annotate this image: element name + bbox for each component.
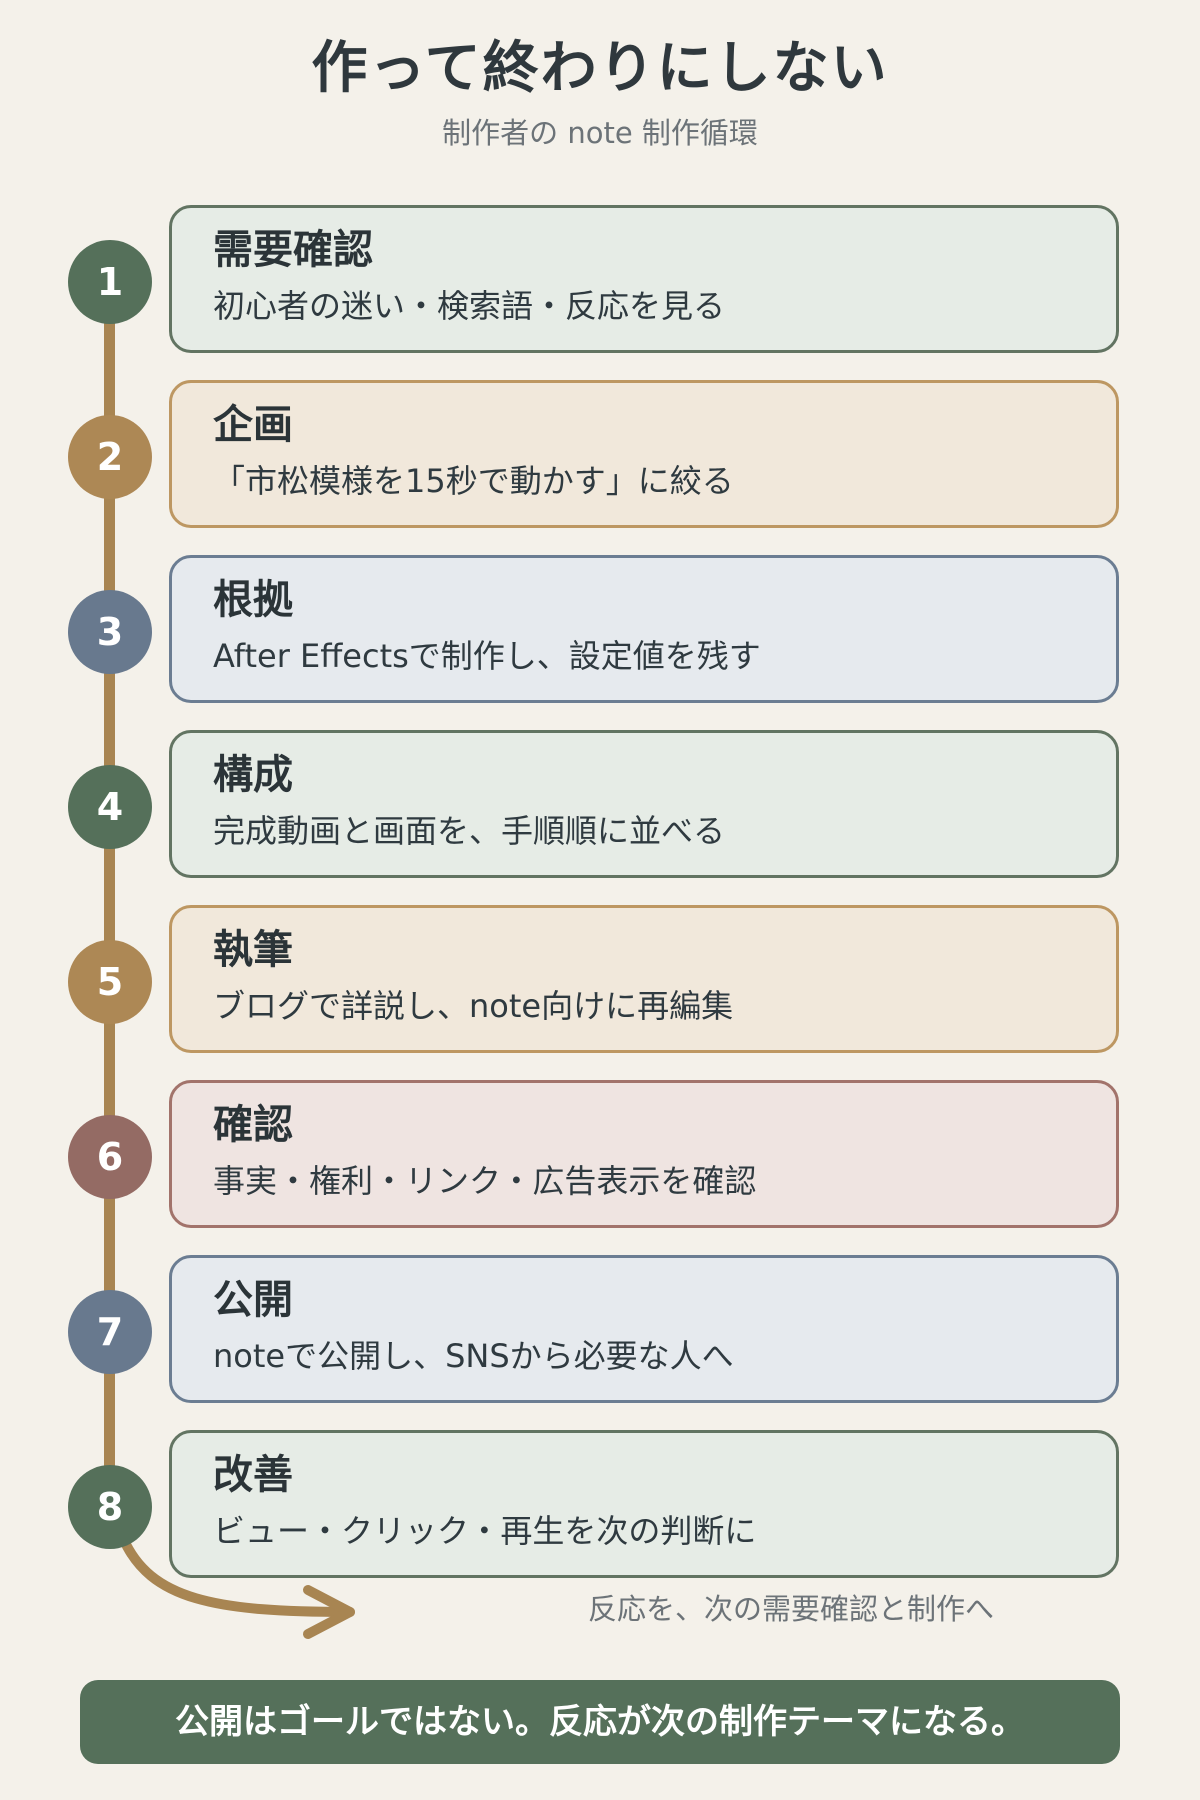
step-5-card: 執筆 ブログで詳説し、note向けに再編集 (169, 905, 1119, 1053)
step-3-card: 根拠 After Effectsで制作し、設定値を残す (169, 555, 1119, 703)
step-2: 2 企画 「市松模様を15秒で動かす」に絞る (0, 380, 1200, 532)
step-8-description: ビュー・クリック・再生を次の判断に (213, 1512, 757, 1550)
step-3-number: 3 (68, 590, 152, 674)
step-4-description: 完成動画と画面を、手順順に並べる (213, 812, 726, 850)
step-8-title: 改善 (213, 1452, 293, 1498)
step-7-card: 公開 noteで公開し、SNSから必要な人へ (169, 1255, 1119, 1403)
step-5-description: ブログで詳説し、note向けに再編集 (213, 987, 734, 1025)
loop-arrow-head (303, 1585, 355, 1639)
step-2-description: 「市松模様を15秒で動かす」に絞る (213, 462, 734, 500)
step-6-title: 確認 (213, 1102, 293, 1148)
step-5: 5 執筆 ブログで詳説し、note向けに再編集 (0, 905, 1200, 1057)
step-7-description: noteで公開し、SNSから必要な人へ (213, 1337, 734, 1375)
step-4: 4 構成 完成動画と画面を、手順順に並べる (0, 730, 1200, 882)
step-5-title: 執筆 (213, 927, 293, 973)
step-6-number: 6 (68, 1115, 152, 1199)
step-6-card: 確認 事実・権利・リンク・広告表示を確認 (169, 1080, 1119, 1228)
step-7-title: 公開 (213, 1277, 293, 1323)
step-8-card: 改善 ビュー・クリック・再生を次の判断に (169, 1430, 1119, 1578)
step-1-description: 初心者の迷い・検索語・反応を見る (213, 287, 726, 325)
step-2-number: 2 (68, 415, 152, 499)
page-title: 作って終わりにしない (311, 36, 889, 101)
step-2-card: 企画 「市松模様を15秒で動かす」に絞る (169, 380, 1119, 528)
step-7-number: 7 (68, 1290, 152, 1374)
step-2-title: 企画 (213, 402, 293, 448)
step-1: 1 需要確認 初心者の迷い・検索語・反応を見る (0, 205, 1200, 357)
step-4-title: 構成 (213, 752, 293, 798)
step-3: 3 根拠 After Effectsで制作し、設定値を残す (0, 555, 1200, 707)
step-6: 6 確認 事実・権利・リンク・広告表示を確認 (0, 1080, 1200, 1232)
step-3-title: 根拠 (213, 577, 293, 623)
step-8-number: 8 (68, 1465, 152, 1549)
step-8: 8 改善 ビュー・クリック・再生を次の判断に (0, 1430, 1200, 1582)
loop-note: 反応を、次の需要確認と制作へ (588, 1592, 995, 1626)
step-1-number: 1 (68, 240, 152, 324)
step-3-description: After Effectsで制作し、設定値を残す (213, 637, 761, 675)
step-4-card: 構成 完成動画と画面を、手順順に並べる (169, 730, 1119, 878)
footer-banner: 公開はゴールではない。反応が次の制作テーマになる。 (80, 1680, 1120, 1764)
timeline-line (104, 280, 115, 1500)
step-4-number: 4 (68, 765, 152, 849)
step-1-card: 需要確認 初心者の迷い・検索語・反応を見る (169, 205, 1119, 353)
step-7: 7 公開 noteで公開し、SNSから必要な人へ (0, 1255, 1200, 1407)
step-1-title: 需要確認 (213, 227, 373, 273)
step-6-description: 事実・権利・リンク・広告表示を確認 (213, 1162, 757, 1200)
step-5-number: 5 (68, 940, 152, 1024)
page-subtitle: 制作者の note 制作循環 (442, 116, 758, 150)
